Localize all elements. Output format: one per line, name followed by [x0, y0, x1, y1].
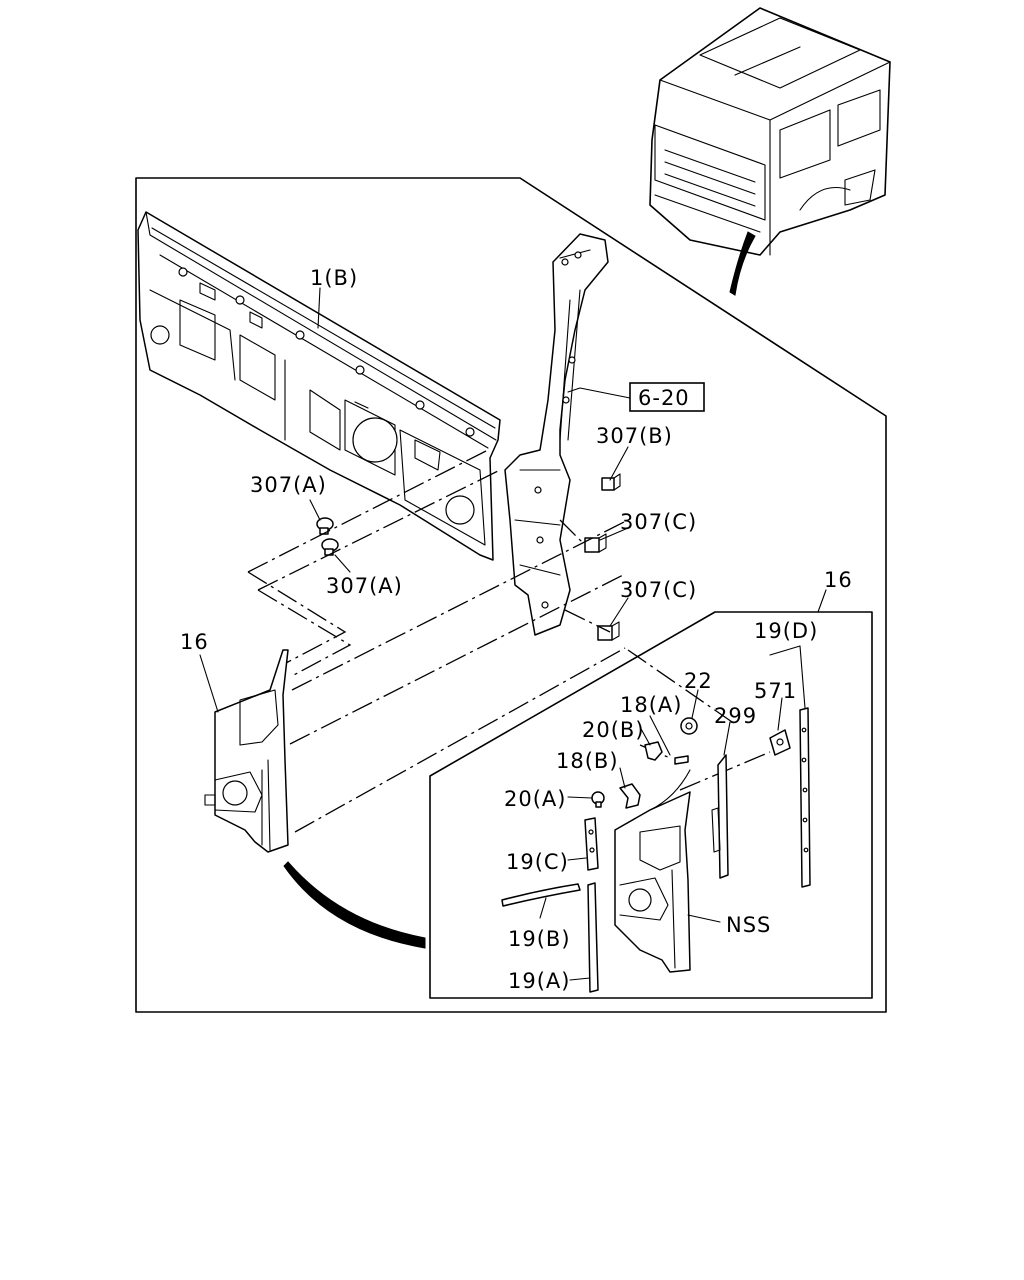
- clip-20a: [591, 791, 605, 808]
- label-19a: 19(A): [508, 969, 570, 993]
- bracket-19c: [584, 817, 599, 871]
- ref-box-6-20: [629, 382, 705, 412]
- callout-labels: 1(B) 6-20 307(B) 307(A) 307(A) 307(C) 30…: [180, 266, 853, 993]
- label-18a: 18(A): [620, 693, 682, 717]
- label-16-left: 16: [180, 630, 209, 654]
- label-20a: 20(A): [504, 787, 566, 811]
- label-571: 571: [754, 679, 797, 703]
- inset-frame: [429, 611, 873, 999]
- clip-307a-lower: [321, 538, 339, 556]
- clip-307c-upper: [584, 533, 607, 553]
- inset-leader-curve: [283, 861, 426, 949]
- label-16-inset: 16: [824, 568, 853, 592]
- assembly-lines: [247, 449, 771, 833]
- clip-307c-lower: [597, 621, 620, 641]
- label-307a-upper: 307(A): [250, 473, 327, 497]
- label-19d: 19(D): [754, 619, 818, 643]
- a-pillar-6-20: [504, 233, 609, 636]
- main-frame: [135, 177, 887, 1013]
- strip-19a: [587, 882, 599, 993]
- strip-19b: [501, 883, 581, 907]
- seal-18a: [674, 755, 689, 765]
- label-6-20: 6-20: [638, 386, 690, 410]
- grommet-22: [680, 717, 698, 735]
- dash-panel-1b: [137, 211, 501, 561]
- clip-307a-upper: [316, 517, 334, 535]
- trim-nss-inset: [614, 769, 691, 973]
- label-18b: 18(B): [556, 749, 619, 773]
- label-307b: 307(B): [596, 424, 673, 448]
- clip-20b: [644, 741, 663, 761]
- label-22: 22: [684, 669, 713, 693]
- label-307a-lower: 307(A): [326, 574, 403, 598]
- label-1b: 1(B): [310, 266, 358, 290]
- truck-cab-thumbnail: [649, 7, 891, 296]
- label-nss: NSS: [726, 913, 771, 937]
- label-299: 299: [714, 704, 757, 728]
- fastener-571: [769, 729, 791, 756]
- label-307c-lower: 307(C): [620, 578, 697, 602]
- strip-299: [711, 754, 729, 879]
- label-20b: 20(B): [582, 718, 645, 742]
- label-19b: 19(B): [508, 927, 571, 951]
- label-307c-upper: 307(C): [620, 510, 697, 534]
- label-19c: 19(C): [506, 850, 569, 874]
- strip-19d: [799, 707, 811, 888]
- leader-lines: [199, 287, 827, 981]
- clip-307b: [601, 473, 621, 491]
- trim-16-left: [204, 649, 289, 853]
- bracket-18b: [619, 783, 641, 809]
